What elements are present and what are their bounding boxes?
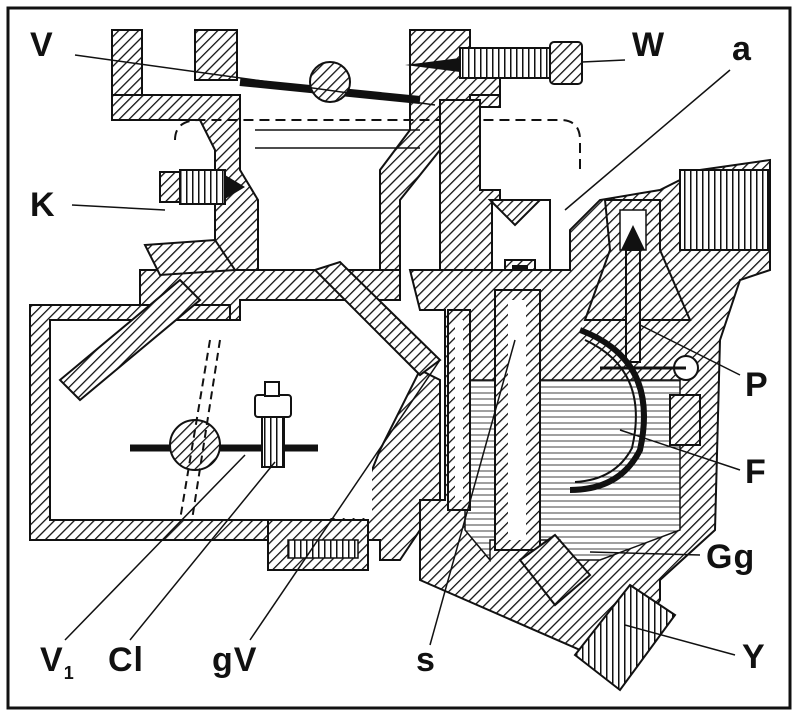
- idle-screw-K-thread: [179, 169, 226, 205]
- label-Y: Y: [742, 638, 766, 676]
- label-V1-sub: 1: [63, 662, 75, 683]
- label-K: K: [30, 186, 56, 224]
- label-W: W: [632, 26, 666, 64]
- main-jet-bore: [455, 320, 463, 500]
- clamp-screw-top: [264, 381, 280, 397]
- main-jet-Gg: [518, 533, 592, 607]
- throttle-dashed-1: [179, 339, 211, 521]
- base-bolt-knurl: [287, 539, 359, 559]
- needle-screw-W-thread: [459, 47, 551, 79]
- label-P: P: [745, 366, 769, 404]
- label-s: s: [416, 641, 436, 679]
- label-F: F: [745, 453, 767, 491]
- leader-Gg: [589, 551, 701, 556]
- leader-V1: [64, 454, 246, 641]
- label-gV: gV: [212, 641, 258, 679]
- drain-plug-Y: [573, 583, 677, 692]
- clamp-screw-shank: [261, 416, 285, 468]
- leader-Y: [624, 624, 736, 656]
- air-horn-left-wall: [111, 29, 143, 101]
- leader-a: [564, 69, 731, 211]
- choke-link-arm: [58, 278, 202, 402]
- leader-W: [581, 59, 626, 63]
- leader-V: [74, 54, 436, 106]
- label-V1-main: V: [40, 641, 64, 679]
- central-well-bore: [508, 300, 526, 540]
- leader-Cl: [129, 461, 276, 641]
- idle-screw-K-tip: [225, 175, 245, 199]
- label-V: V: [30, 26, 54, 64]
- leader-s: [429, 339, 516, 646]
- throttle-dashed-2: [191, 339, 221, 521]
- label-Cl: Cl: [108, 641, 144, 679]
- leader-K: [71, 204, 166, 211]
- float-hinge-bracket: [669, 394, 701, 446]
- link-bracket: [143, 238, 237, 277]
- float-needle: [625, 249, 641, 363]
- air-horn-left-flange: [194, 29, 238, 81]
- clamp-screw-head: [254, 394, 292, 418]
- fuel-inlet-threads: [679, 169, 769, 251]
- label-a: a: [732, 30, 752, 68]
- idle-screw-K-head: [159, 171, 181, 203]
- label-Gg: Gg: [706, 538, 756, 576]
- throttle-shaft: [169, 419, 221, 471]
- float-F: [569, 327, 647, 493]
- emulsion-tube-cap: [487, 199, 543, 227]
- label-V1: V1: [40, 643, 75, 682]
- leader-F: [619, 429, 741, 471]
- choke-shaft: [309, 61, 351, 103]
- needle-screw-W-head: [549, 41, 583, 85]
- leader-gV: [249, 359, 441, 641]
- leader-P: [639, 324, 741, 376]
- needle-screw-W-tip: [405, 58, 460, 72]
- dashed-outline: [174, 119, 581, 170]
- needle-valve-cone: [621, 225, 645, 250]
- float-F-inner: [574, 339, 637, 483]
